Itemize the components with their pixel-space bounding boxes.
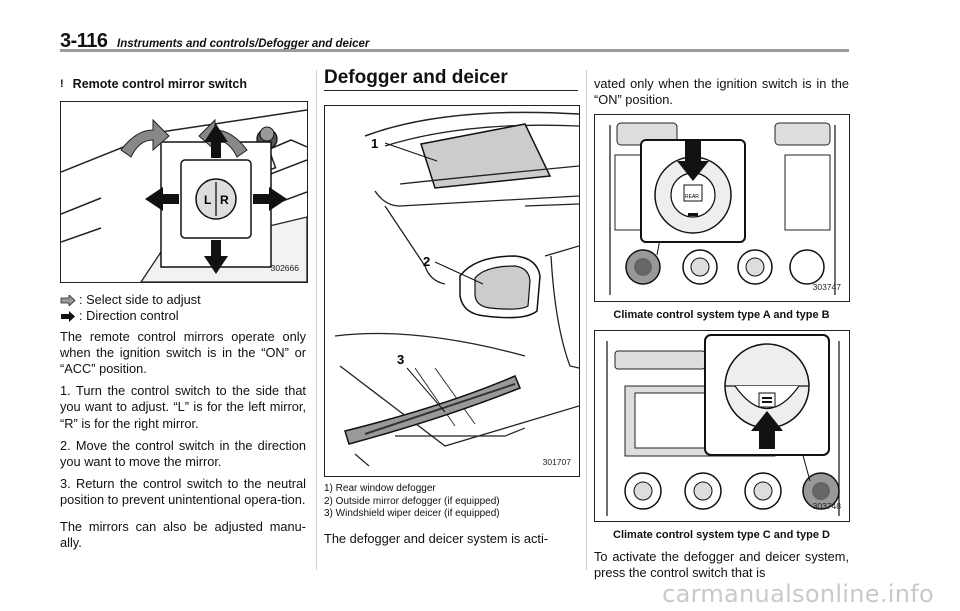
label-1: 1 bbox=[371, 136, 378, 151]
legend-text: : Select side to adjust bbox=[79, 292, 201, 308]
label-3: 3 bbox=[397, 352, 404, 367]
caption-3: 3) Windshield wiper deicer (if equipped) bbox=[324, 508, 500, 520]
step-2: 2. Move the control switch in the direct… bbox=[60, 437, 306, 470]
subheading: ! Remote control mirror switch bbox=[60, 76, 306, 92]
legend-select-side: : Select side to adjust bbox=[60, 292, 306, 308]
label-2: 2 bbox=[423, 254, 430, 269]
watermark: carmanualsonline.info bbox=[662, 580, 934, 608]
section-heading: Defogger and deicer bbox=[324, 68, 578, 92]
left-column: ! Remote control mirror switch bbox=[60, 76, 308, 557]
header-rule bbox=[60, 49, 849, 52]
caption-2: 2) Outside mirror defogger (if equipped) bbox=[324, 495, 500, 507]
mirror-switch-figure: L R 302666 bbox=[60, 101, 308, 284]
middle-column: Defogger and deicer 1 2 bbox=[324, 68, 580, 553]
figure-caption: Climate control system type C and type D bbox=[613, 528, 830, 541]
climate-ab-figure: REAR 303747 bbox=[594, 114, 850, 303]
caption-1: 1) Rear window defogger bbox=[324, 483, 436, 495]
body-paragraph: vated only when the ignition switch is i… bbox=[594, 76, 849, 108]
figure-caption: Climate control system type A and type B bbox=[613, 309, 830, 322]
black-arrow-icon bbox=[61, 311, 75, 322]
step-3: 3. Return the control switch to the neut… bbox=[60, 476, 306, 508]
subheading-text: Remote control mirror switch bbox=[72, 77, 248, 91]
warning-mark: ! bbox=[60, 78, 64, 90]
figure-code: 303748 bbox=[812, 501, 841, 512]
body-paragraph: The mirrors can also be adjusted manu-al… bbox=[60, 518, 306, 550]
body-paragraph: The defogger and deicer system is acti- bbox=[324, 530, 549, 546]
column-divider bbox=[586, 70, 587, 570]
figure-code: 302666 bbox=[270, 263, 299, 273]
body-paragraph: To activate the defogger and deicer syst… bbox=[594, 548, 849, 581]
switch-label-right: R bbox=[220, 193, 229, 207]
legend-direction: : Direction control bbox=[60, 308, 306, 324]
gray-arrow-icon bbox=[60, 294, 76, 306]
rear-button-label: REAR bbox=[685, 194, 699, 200]
column-divider bbox=[316, 70, 317, 570]
step-1: 1. Turn the control switch to the side t… bbox=[60, 383, 306, 431]
switch-label-left: L bbox=[204, 193, 211, 207]
defogger-figure: 1 2 3 301707 bbox=[324, 105, 580, 478]
section-title: Instruments and controls/Defogger and de… bbox=[117, 38, 370, 50]
figure-captions: 1) Rear window defogger 2) Outside mirro… bbox=[324, 483, 578, 521]
figure-code: 303747 bbox=[812, 282, 841, 293]
right-column: vated only when the ignition switch is i… bbox=[594, 76, 850, 587]
figure-code: 301707 bbox=[542, 457, 571, 467]
climate-cd-figure: 303748 bbox=[594, 329, 850, 522]
body-paragraph: The remote control mirrors operate only … bbox=[60, 328, 306, 377]
legend-text: : Direction control bbox=[79, 308, 179, 324]
page-number: 3-116 bbox=[60, 30, 108, 52]
